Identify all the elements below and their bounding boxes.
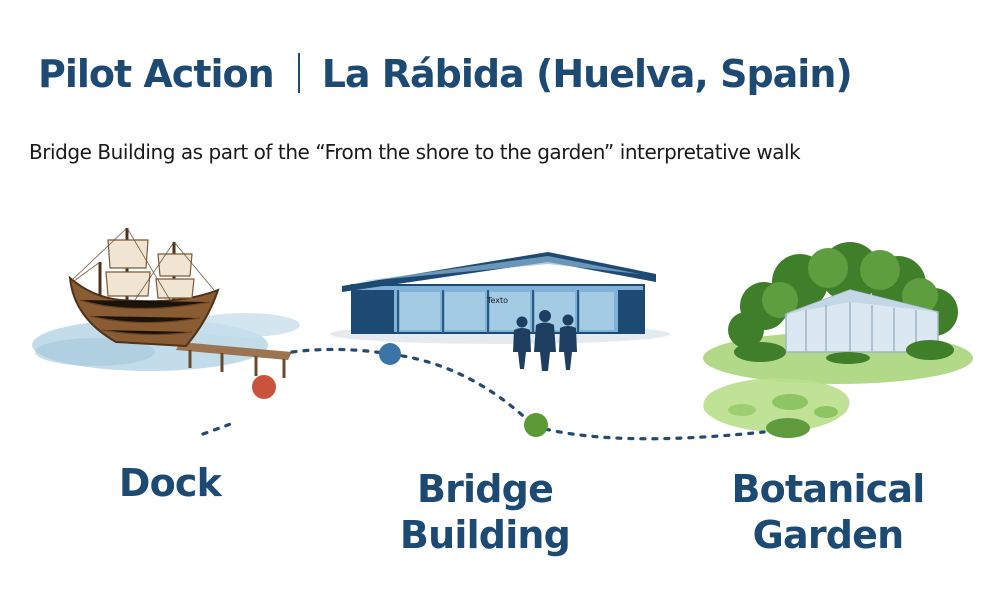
sailing-ship [68,227,220,348]
title-left: Pilot Action [38,52,275,96]
people-group [513,310,577,371]
path-building-to-marker [388,352,536,428]
stop-label-bridge-line2: Building [399,513,571,557]
path-to-garden [532,424,766,441]
stop-label-bridge-line1: Bridge [416,467,554,511]
bridge-building-marker [379,343,401,365]
title-separator [297,53,300,93]
subtitle: Bridge Building as part of the “From the… [29,140,801,164]
botanical-garden-illustration [703,242,973,438]
page-title: Pilot Action La Rábida (Huelva, Spain) [38,52,853,96]
stop-label-botanical-garden: Botanical Garden [718,466,938,558]
pier [176,342,292,378]
stop-label-dock: Dock [90,460,250,506]
stop-label-garden-line1: Botanical [731,467,926,511]
dock-illustration [32,227,300,378]
botanical-garden-marker [524,413,548,437]
title-right: La Rábida (Huelva, Spain) [321,52,853,96]
dock-marker [252,375,276,399]
walk-path [201,347,766,441]
stop-label-bridge-building: Bridge Building [385,466,585,558]
building-sign: Texto [486,296,508,305]
stop-label-garden-line2: Garden [752,513,905,557]
path-dock-to-building [290,347,392,356]
path-start-segment [201,420,238,436]
bridge-building-illustration: Texto [330,252,670,371]
greenhouse [785,289,939,353]
stop-label-dock-line1: Dock [118,461,222,505]
